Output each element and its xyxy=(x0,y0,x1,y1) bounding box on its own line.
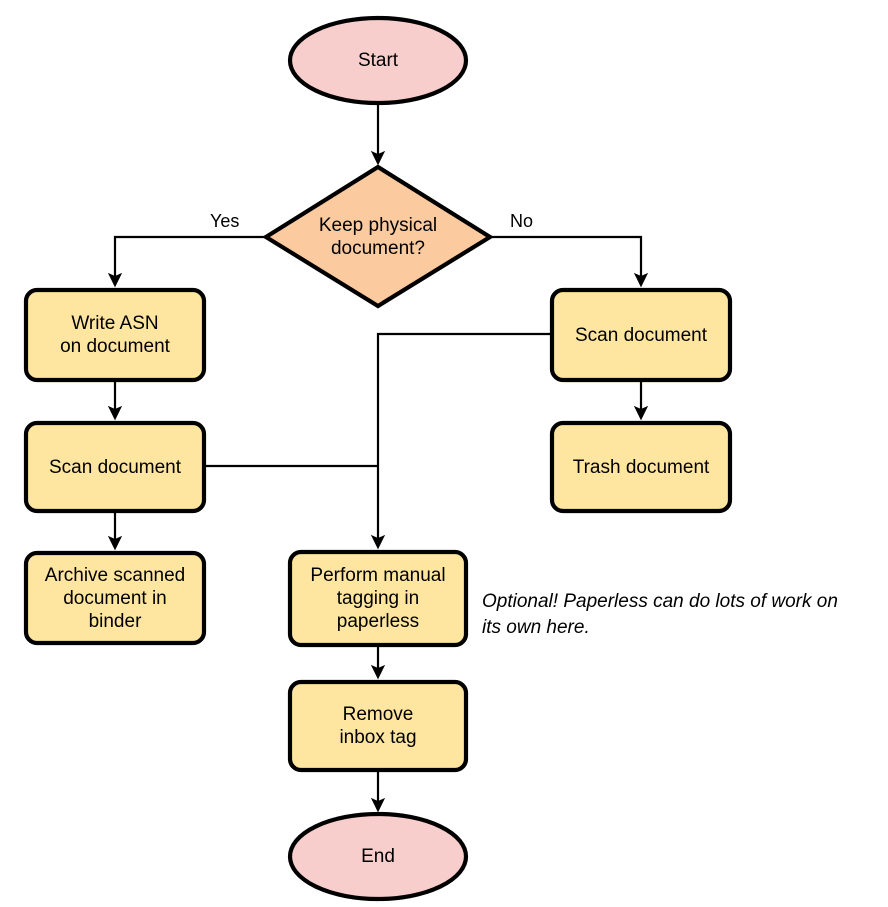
node-end[interactable] xyxy=(287,811,469,902)
optional-note: Optional! Paperless can do lots of work … xyxy=(482,591,838,638)
node-remove-inbox-tag[interactable] xyxy=(287,679,469,773)
node-write-asn-on-document[interactable] xyxy=(23,287,207,383)
edge-label-yes: Yes xyxy=(208,211,242,231)
node-scan-document-right[interactable] xyxy=(549,287,733,383)
node-keep-physical-document-decision[interactable] xyxy=(262,164,494,309)
edge-label-no: No xyxy=(508,211,536,231)
node-trash-document[interactable] xyxy=(549,420,733,514)
node-archive-scanned-document-in-binder[interactable] xyxy=(23,550,207,646)
edge-decision-no-to-scan-right xyxy=(490,235,649,288)
node-start[interactable] xyxy=(287,15,469,106)
node-perform-manual-tagging-in-paperless[interactable] xyxy=(287,549,469,648)
edge-scan-right-to-manual-tagging xyxy=(370,332,552,550)
edge-decision-yes-to-write-asn xyxy=(107,235,265,288)
node-scan-document-left[interactable] xyxy=(23,420,207,514)
